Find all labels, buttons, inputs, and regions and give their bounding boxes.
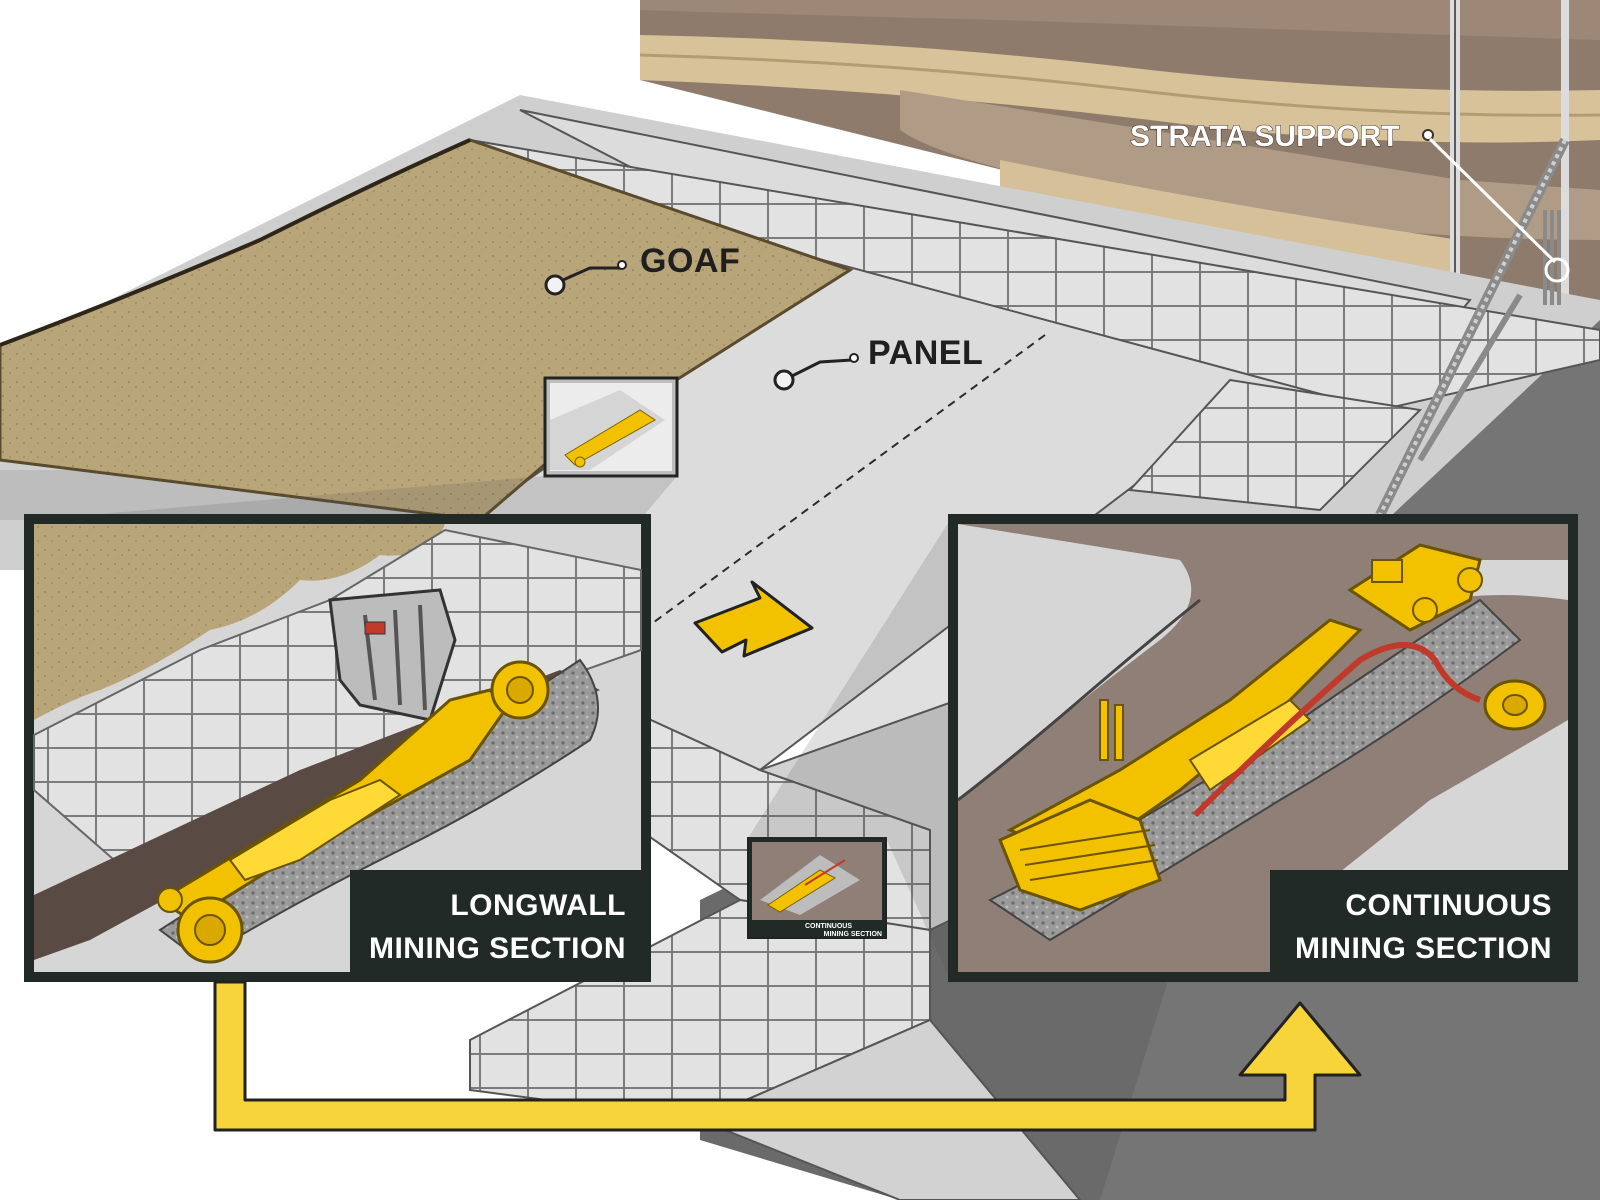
- longwall-title-line1: LONGWALL: [450, 889, 626, 922]
- continuous-title-line1: CONTINUOUS: [1345, 889, 1552, 922]
- continuous-inset: CONTINUOUS MINING SECTION: [948, 514, 1578, 982]
- cable-reel: [1483, 679, 1547, 731]
- continuous-zoom-cone: [748, 520, 950, 980]
- transition-arrow: [213, 980, 1362, 1132]
- panel-callout-dot: [773, 369, 795, 391]
- longwall-shearer-machine: [157, 660, 550, 964]
- strata-support-label: STRATA SUPPORT: [1130, 120, 1399, 153]
- panel-callout: PANEL: [773, 334, 983, 391]
- goaf-callout-dot: [544, 274, 566, 296]
- continuous-title-line2: MINING SECTION: [1295, 932, 1552, 965]
- continuous-mini-title-line2: MINING SECTION: [824, 931, 882, 938]
- goaf-callout: GOAF: [544, 242, 740, 296]
- continuous-miner-machine: [998, 618, 1363, 912]
- strata-support-callout: STRATA SUPPORT: [1130, 120, 1570, 283]
- panel-label: PANEL: [868, 334, 983, 372]
- continuous-locator-thumbnail: CONTINUOUS MINING SECTION: [747, 837, 887, 939]
- goaf-area: [0, 138, 854, 522]
- longwall-zoom-cone: [30, 476, 677, 520]
- goaf-label: GOAF: [640, 242, 740, 280]
- longwall-inset: LONGWALL MINING SECTION: [24, 514, 651, 982]
- continuous-mini-title-line1: CONTINUOUS: [805, 923, 852, 930]
- longwall-title-line2: MINING SECTION: [369, 932, 626, 965]
- advance-direction-arrow: [693, 580, 814, 658]
- strata-support-dot: [1544, 257, 1570, 283]
- strata-wall: [639, 0, 1600, 300]
- longwall-locator-thumbnail: [543, 376, 679, 478]
- shuttle-car: [1347, 543, 1483, 632]
